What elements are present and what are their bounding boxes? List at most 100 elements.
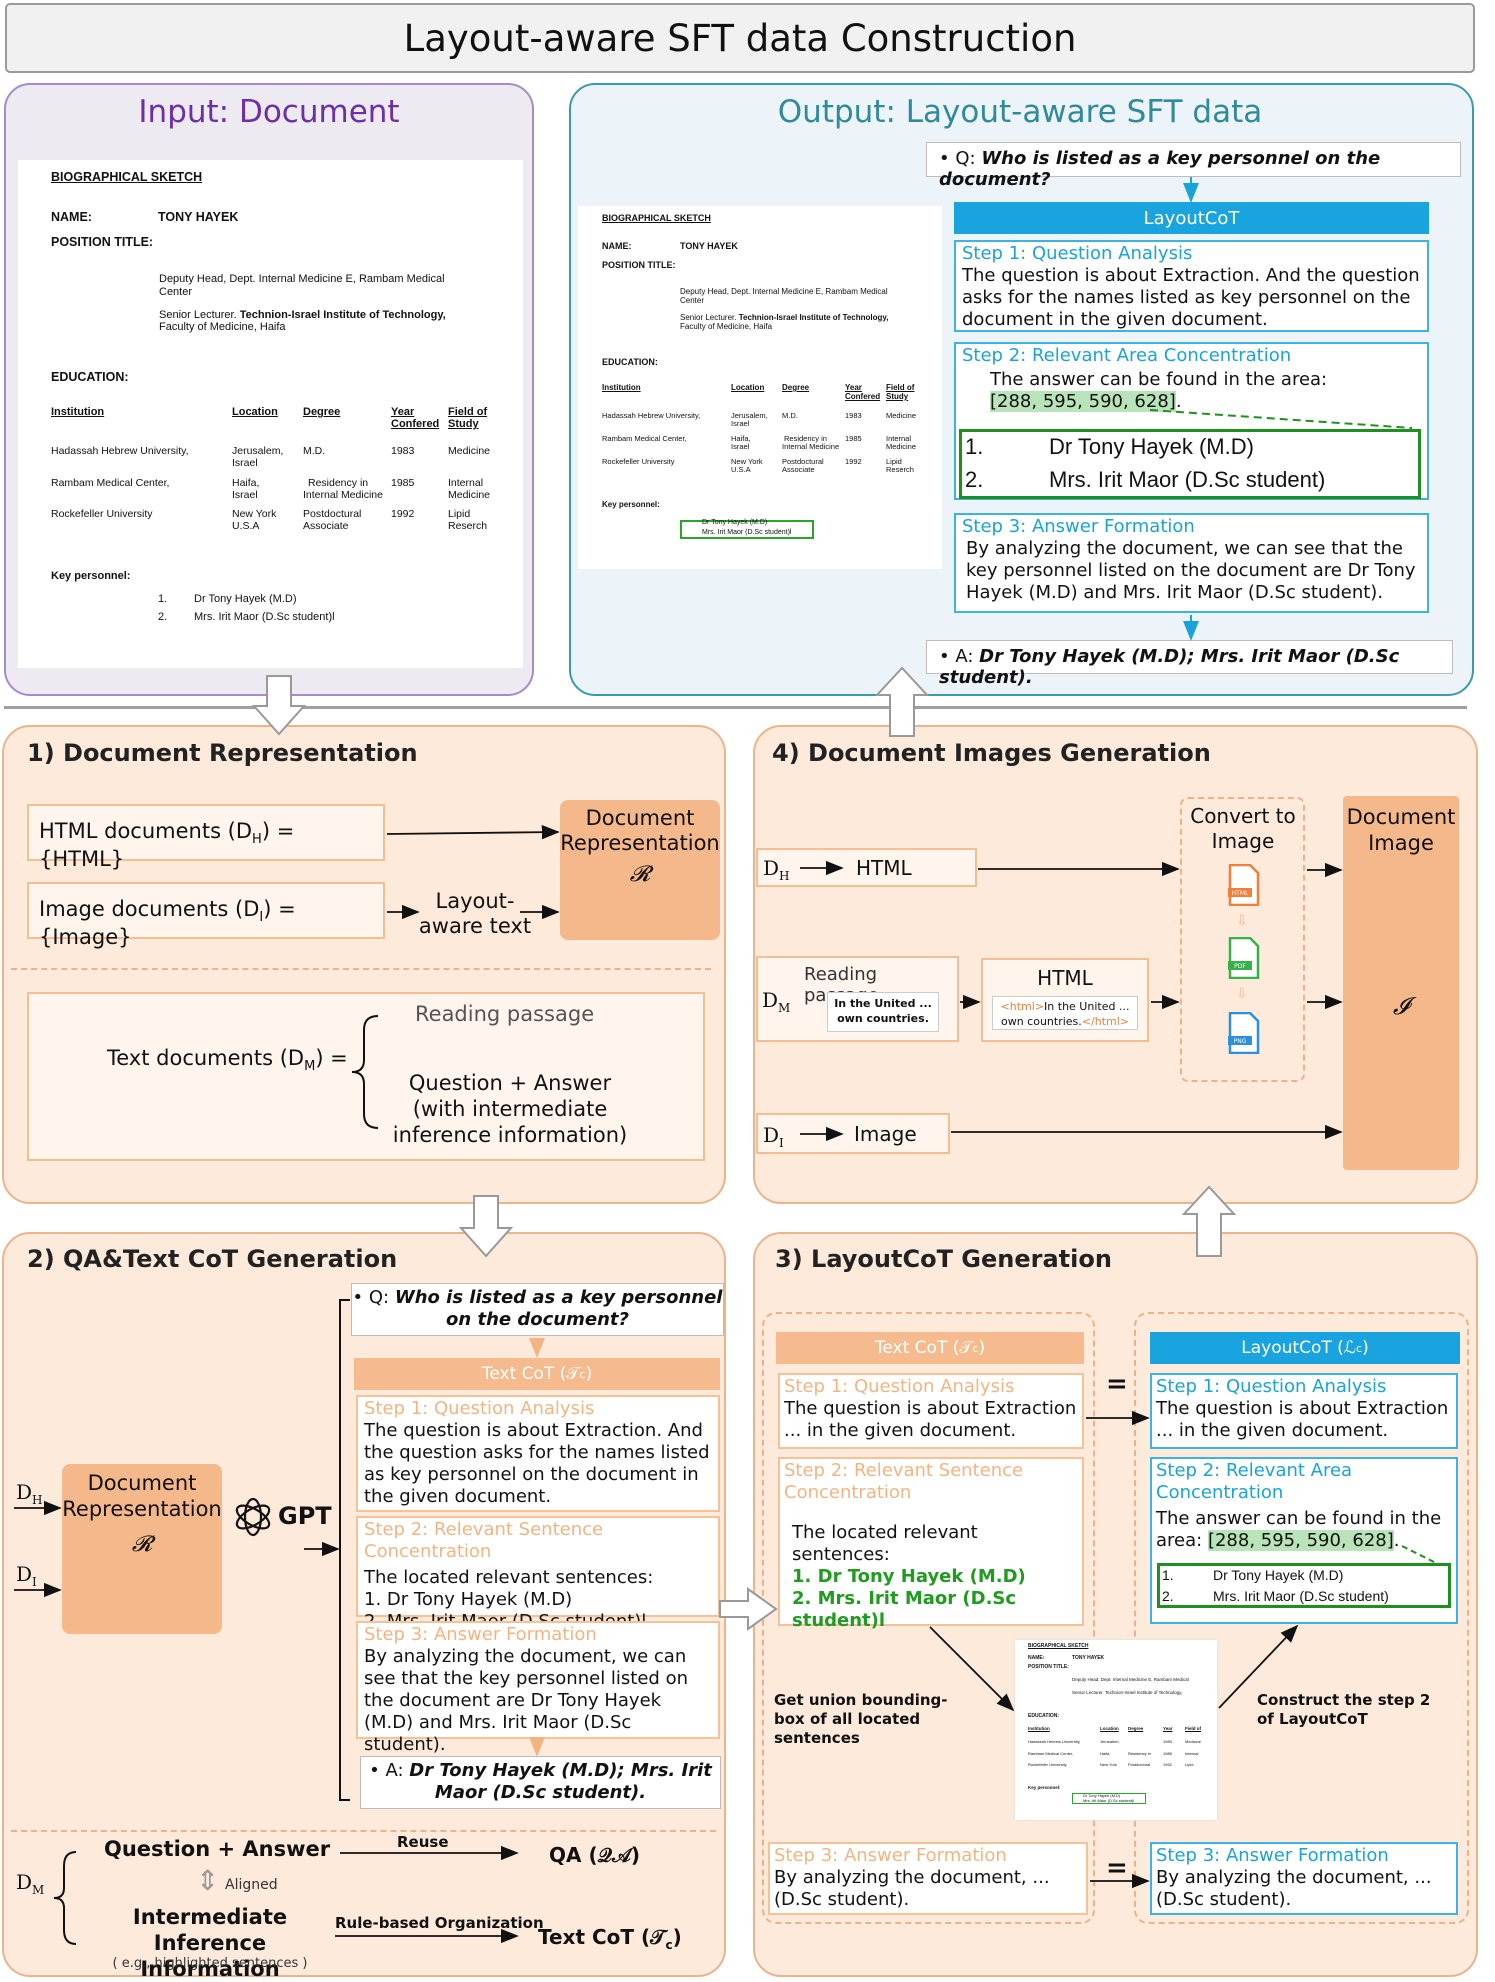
panel-title: 4) Document Images Generation	[772, 739, 1211, 767]
dh-label: DH	[16, 1480, 43, 1507]
crop-box: 1. Dr Tony Hayek (M.D) 2. Mrs. Irit Maor…	[1157, 1563, 1451, 1608]
doc-row-inst: Rockefeller University	[51, 508, 153, 520]
qa-pair-label: Question + Answer	[104, 1837, 331, 1861]
step-title: Step 3: Answer Formation	[962, 516, 1195, 537]
doc-row-field: Internal	[448, 477, 484, 489]
doc-row-inst: Rockefeller University	[1028, 1762, 1067, 1767]
doc-education-label: EDUCATION:	[1028, 1713, 1060, 1719]
gpt-icon	[232, 1496, 274, 1542]
doc-position-label: POSITION TITLE:	[51, 235, 154, 249]
step-text: The answer can be found in the area:	[990, 369, 1328, 390]
doc-col-institution: Institution	[51, 406, 105, 418]
doc-education-label: EDUCATION:	[51, 370, 129, 384]
document-representation-box: Document Representation 𝓡	[62, 1464, 222, 1634]
doc-row-inst: Hadassah Hebrew University,	[1028, 1739, 1081, 1744]
doc-row-degree: Postdoctural	[1128, 1762, 1151, 1767]
doc-row-degree: Internal Medicine	[782, 442, 840, 451]
doc-row-field: Lipid	[448, 508, 471, 520]
doc-col-institution: Institution	[1028, 1726, 1050, 1731]
panel-title: 2) QA&Text CoT Generation	[27, 1245, 398, 1273]
crop-name: Mrs. Irit Maor (D.Sc student)	[1213, 1588, 1389, 1604]
panel-inner-divider	[11, 968, 711, 970]
doc-position-label: POSITION TITLE:	[1028, 1664, 1069, 1670]
crop-num: 2.	[965, 467, 984, 492]
step-title: Step 3: Answer Formation	[364, 1624, 597, 1645]
doc-row-loc: Israel	[232, 489, 258, 501]
crop-name: Dr Tony Hayek (M.D)	[1049, 434, 1254, 459]
doc-row-loc: New York	[731, 457, 763, 466]
doc-row-degree: Residency in	[1128, 1751, 1151, 1756]
output-answer: • A: Dr Tony Hayek (M.D); Mrs. Irit Maor…	[926, 640, 1453, 688]
doc-name-value: TONY HAYEK	[1072, 1655, 1105, 1661]
html-documents-box: HTML documents (DH) = {HTML}	[27, 804, 385, 871]
doc-row-inst: Hadassah Hebrew University,	[51, 445, 189, 457]
doc-col-field-a: Field of	[1185, 1726, 1201, 1731]
doc-col-field-a: Field of	[448, 406, 488, 418]
doc-position-1a: Deputy Head, Dept. Internal Medicine E, …	[1072, 1677, 1189, 1682]
panel-inner-divider	[11, 1830, 716, 1832]
crop-num: 1.	[1162, 1567, 1174, 1583]
step-text: By analyzing the document, we can see th…	[364, 1646, 688, 1755]
doc-row-inst: Rambam Medical Center,	[602, 434, 687, 443]
file-label: HTML	[1232, 890, 1249, 897]
dh-html-box: DH HTML	[756, 848, 977, 887]
doc-position-2a: Senior Lecturer. Technion-Israel Institu…	[1072, 1690, 1183, 1695]
doc-row-year: 1983	[845, 411, 862, 420]
doc-col-institution: Institution	[602, 383, 641, 392]
doc-heading: BIOGRAPHICAL SKETCH	[602, 213, 711, 223]
qa-output-label: QA (𝒬𝒜)	[549, 1843, 641, 1867]
doc-position-2b: Faculty of Medicine, Haifa	[159, 321, 286, 333]
doc-col-location: Location	[232, 406, 278, 418]
layoutcot-step-3: Step 3: Answer Formation By analyzing th…	[1150, 1842, 1458, 1915]
input-panel-title: Input: Document	[138, 94, 400, 130]
step-title: Step 3: Answer Formation	[774, 1845, 1007, 1866]
step-text: By analyzing the document, ... (D.Sc stu…	[1156, 1867, 1432, 1910]
aligned-label: Aligned	[225, 1877, 278, 1893]
doc-name-value: TONY HAYEK	[680, 241, 738, 251]
main-title: Layout-aware SFT data Construction	[5, 3, 1475, 73]
crop-name: Mrs. Irit Maor (D.Sc student)	[1049, 467, 1326, 492]
layoutcot-header: LayoutCoT	[954, 202, 1429, 234]
doc-row-loc: Haifa,	[731, 434, 751, 443]
doc-row-loc: Jerusalem,	[731, 411, 768, 420]
doc-name-label: NAME:	[1028, 1655, 1045, 1661]
file-label: PNG	[1234, 1038, 1247, 1045]
doc-row-degree: Postdoctural	[303, 508, 362, 520]
doc-row-field: Medicine	[448, 445, 491, 457]
step-text: By analyzing the document, we can see th…	[966, 538, 1416, 603]
doc-row-year: 1992	[391, 508, 415, 520]
passage-snippet: In the United ... own countries.	[827, 992, 939, 1032]
doc-personnel-name: Dr Tony Hayek (M.D)	[702, 519, 768, 526]
rule-based-label: Rule-based Organization	[335, 1914, 544, 1932]
doc-row-degree: Residency in	[784, 434, 827, 443]
doc-position-label: POSITION TITLE:	[602, 260, 676, 270]
doc-row-field: Medicine	[1185, 1739, 1202, 1744]
crop-name: Dr Tony Hayek (M.D)	[1213, 1567, 1344, 1583]
qa-answer: • A: Dr Tony Hayek (M.D); Mrs. Irit Maor…	[360, 1756, 721, 1809]
doc-row-field: Lipid	[1185, 1762, 1194, 1767]
step-title: Step 2: Relevant Area Concentration	[1156, 1460, 1353, 1503]
doc-name-label: NAME:	[602, 241, 632, 251]
doc-row-degree: Internal Medicine	[303, 489, 383, 501]
doc-row-inst: Rambam Medical Center,	[1028, 1751, 1074, 1756]
doc-position-1a: Deputy Head, Dept. Internal Medicine E, …	[680, 287, 888, 296]
layoutcot-step-3: Step 3: Answer Formation By analyzing th…	[954, 513, 1429, 613]
doc-row-degree: M.D.	[782, 411, 798, 420]
doc-row-inst: Rambam Medical Center,	[51, 477, 170, 489]
doc-col-year-a: Year	[391, 406, 415, 418]
crop-num: 1.	[965, 434, 984, 459]
dm-label: DM	[16, 1870, 45, 1897]
di-image-box: DI Image	[756, 1113, 950, 1154]
doc-col-year-b: Confered	[391, 418, 440, 430]
output-question: • Q: Who is listed as a key personnel on…	[926, 142, 1461, 190]
aligned-icon: ⇕	[196, 1864, 220, 1897]
down-arrow-icon: ⇩	[1236, 986, 1248, 1002]
down-arrow-icon: ⇩	[1236, 913, 1248, 929]
input-document: BIOGRAPHICAL SKETCH NAME: TONY HAYEK POS…	[18, 160, 523, 668]
doc-col-degree: Degree	[1128, 1726, 1144, 1731]
doc-heading: BIOGRAPHICAL SKETCH	[1028, 1643, 1089, 1649]
convert-to-image-box	[1180, 797, 1305, 1082]
file-label: PDF	[1234, 963, 1246, 970]
doc-row-year: 1983	[391, 445, 415, 457]
